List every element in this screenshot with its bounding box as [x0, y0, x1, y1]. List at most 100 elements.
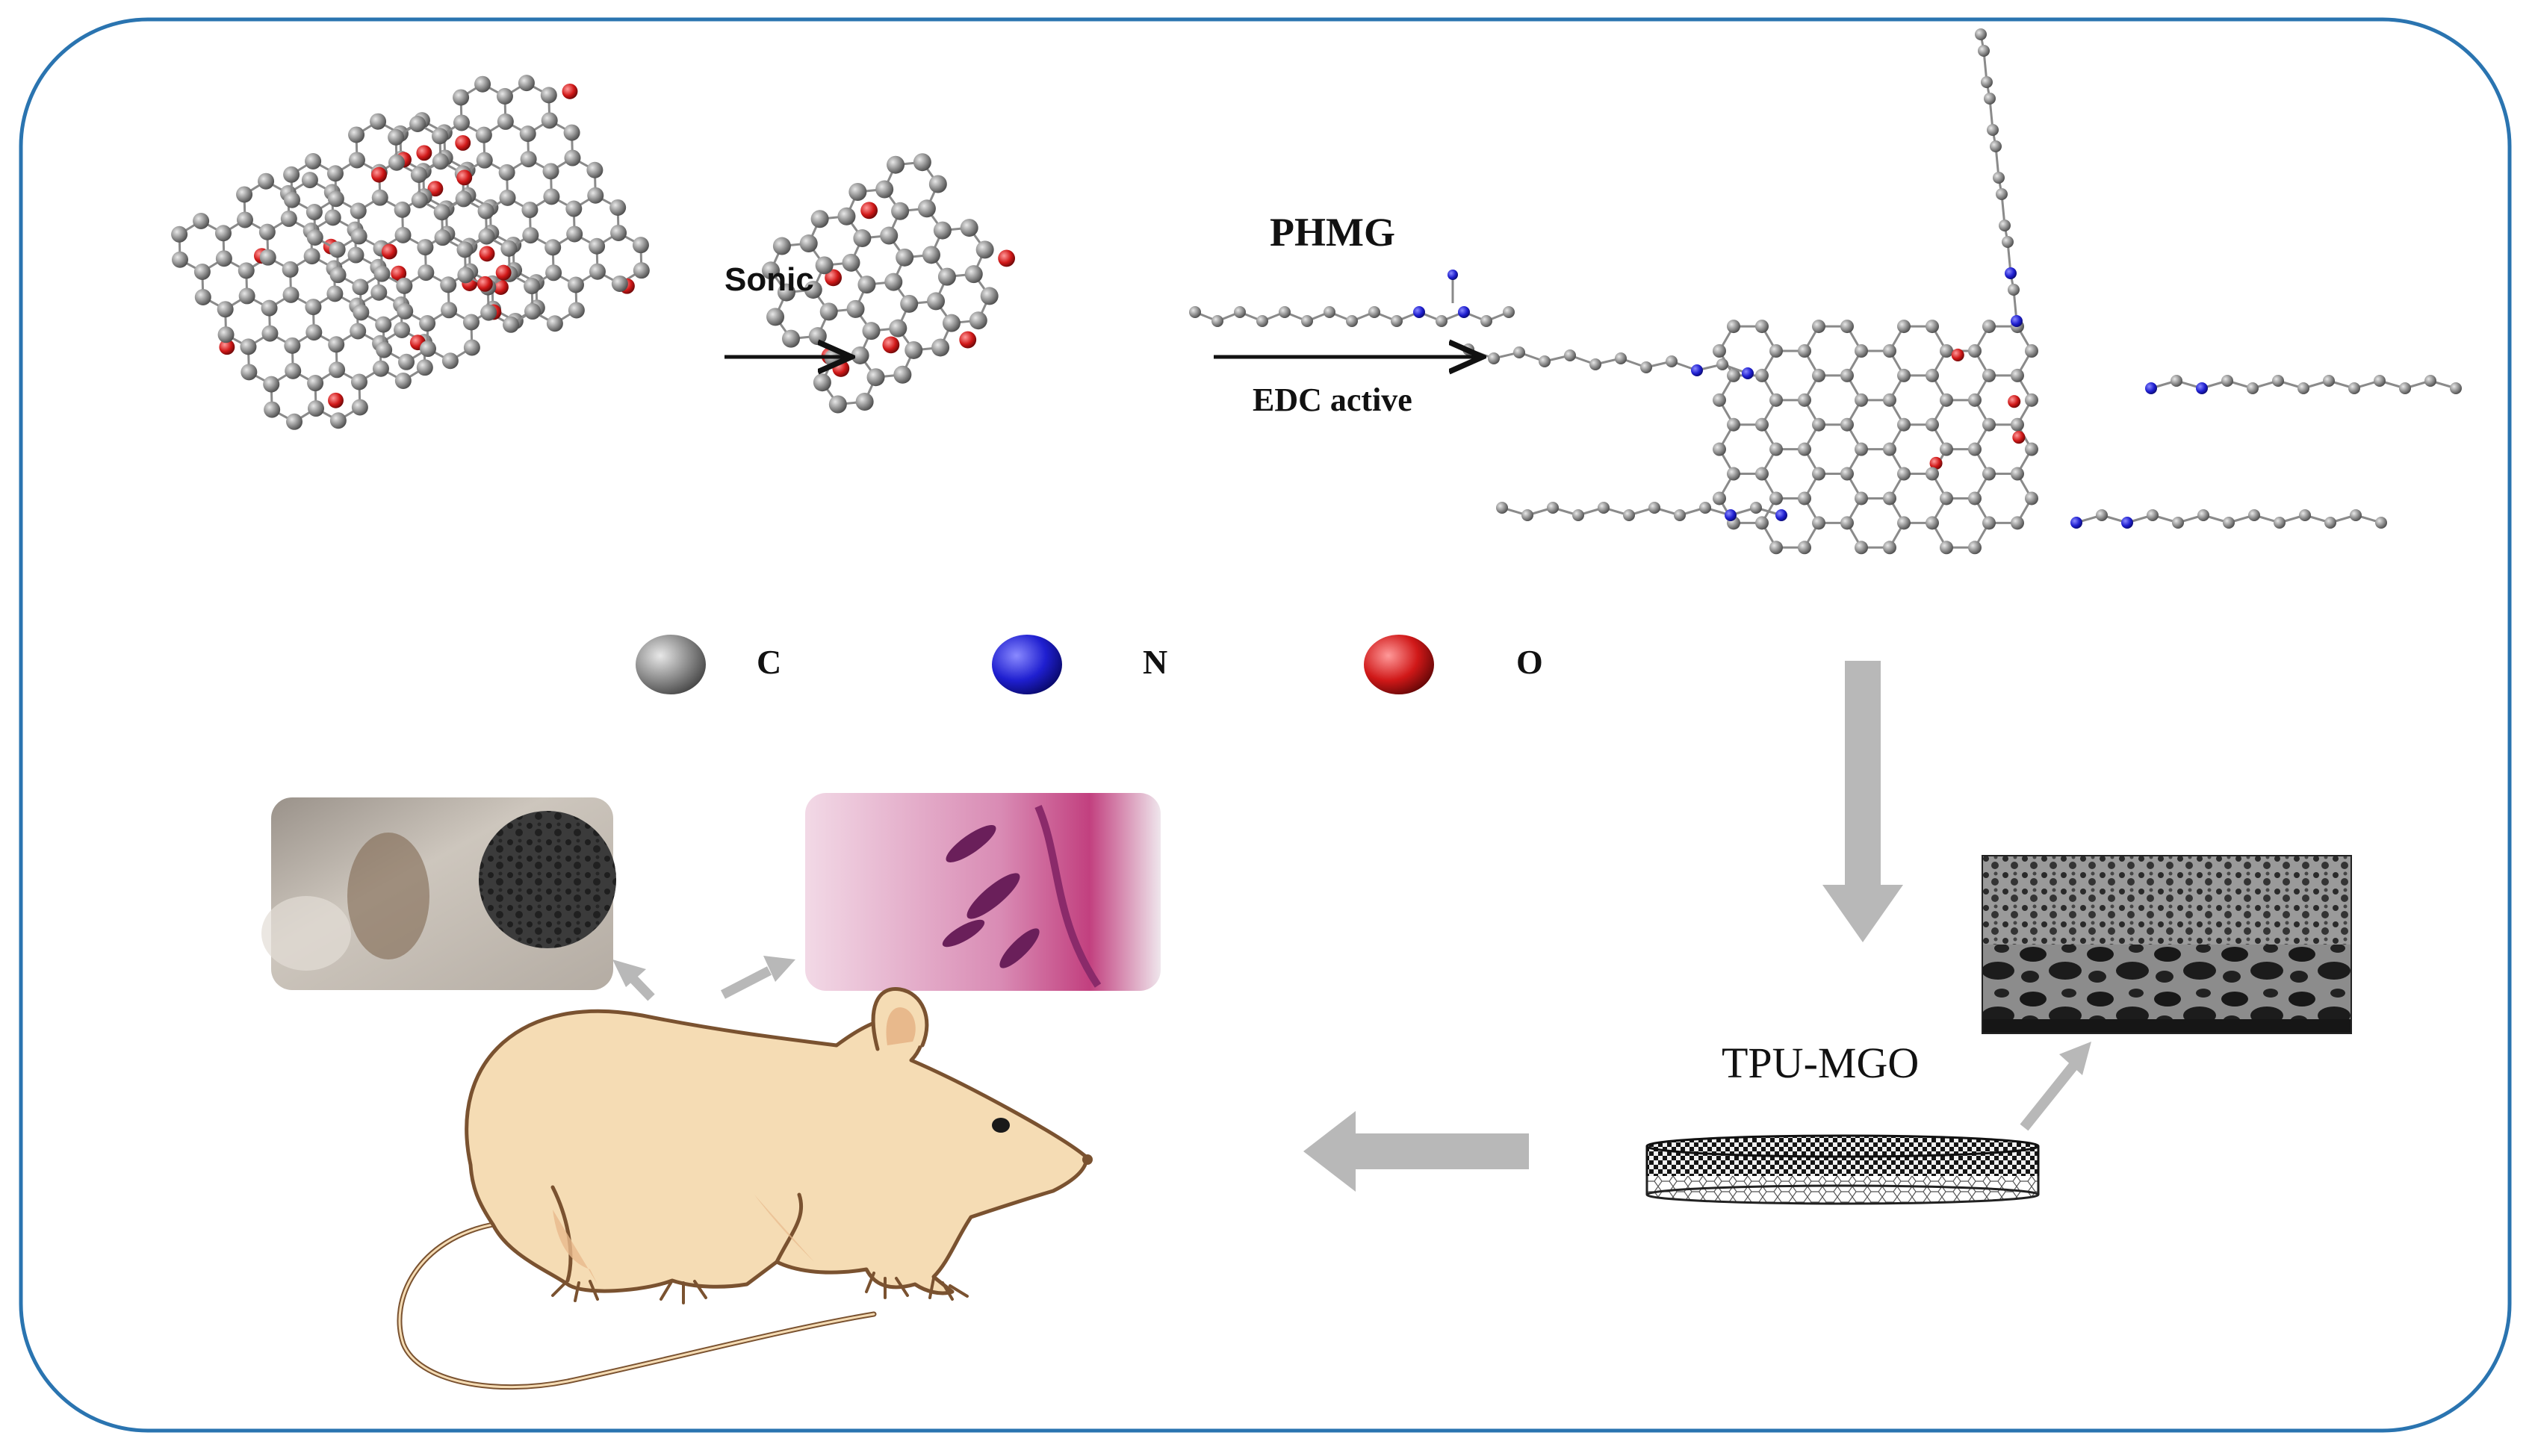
- carbon-atom: [305, 299, 322, 316]
- carbon-atom: [352, 279, 369, 296]
- carbon-atom: [1234, 306, 1246, 318]
- membrane-disc-icon: [1645, 1134, 2040, 1205]
- carbon-atom: [1926, 320, 1939, 334]
- oxygen-atom: [479, 246, 495, 262]
- carbon-atom: [476, 152, 493, 169]
- carbon-atom: [457, 267, 474, 284]
- carbon-atom: [1897, 516, 1911, 530]
- carbon-atom: [2375, 517, 2387, 529]
- carbon-atom: [238, 287, 255, 305]
- carbon-atom: [305, 203, 323, 220]
- carbon-atom: [1940, 393, 1953, 407]
- carbon-atom: [1699, 502, 1711, 514]
- carbon-atom: [2025, 442, 2038, 456]
- carbon-atom: [241, 364, 258, 381]
- legend-label-n: N: [1143, 643, 1168, 681]
- carbon-atom: [1940, 344, 1953, 358]
- carbon-atom: [1812, 368, 1825, 382]
- carbon-atom: [586, 161, 603, 178]
- carbon-atom: [980, 287, 999, 305]
- carbon-atom: [480, 304, 497, 321]
- nitrogen-atom: [2145, 382, 2157, 394]
- carbon-atom: [766, 308, 785, 326]
- carbon-atom: [283, 166, 300, 183]
- carbon-atom: [1982, 368, 1996, 382]
- carbon-atom: [431, 128, 448, 145]
- carbon-atom: [1279, 306, 1291, 318]
- carbon-atom: [1436, 315, 1447, 327]
- carbon-atom: [1812, 417, 1825, 432]
- carbon-atom: [1968, 541, 1982, 555]
- carbon-atom: [1521, 509, 1533, 521]
- oxygen-atom: [2008, 395, 2021, 408]
- carbon-atom: [927, 292, 946, 311]
- carbon-atom: [1840, 368, 1854, 382]
- carbon-atom: [1547, 502, 1559, 514]
- carbon-atom: [496, 87, 513, 105]
- carbon-atom: [1982, 467, 1996, 481]
- carbon-atom: [371, 189, 388, 206]
- carbon-atom: [432, 153, 449, 170]
- carbon-atom: [904, 340, 923, 359]
- carbon-atom: [2172, 517, 2184, 529]
- carbon-atom: [1926, 467, 1939, 481]
- carbon-atom: [633, 262, 650, 279]
- carbon-atom: [499, 189, 516, 206]
- carbon-atom: [214, 225, 232, 242]
- carbon-atom: [568, 302, 585, 319]
- carbon-atom: [875, 180, 894, 199]
- carbon-atom: [1982, 320, 1996, 334]
- edc-active-label: EDC active: [1253, 382, 1412, 418]
- nitrogen-atom: [1413, 306, 1425, 318]
- carbon-atom: [2323, 375, 2335, 387]
- carbon-atom: [418, 264, 435, 281]
- carbon-atom: [328, 336, 345, 353]
- carbon-atom: [1564, 349, 1576, 361]
- carbon-atom: [1727, 320, 1740, 334]
- oxygen-atom: [2012, 431, 2026, 444]
- carbon-atom: [308, 400, 325, 417]
- carbon-atom: [263, 376, 280, 393]
- oxygen-atom: [825, 269, 843, 287]
- carbon-atom: [913, 153, 931, 172]
- histology-icon: [805, 793, 1161, 991]
- carbon-atom: [409, 116, 426, 133]
- carbon-atom: [1855, 491, 1868, 505]
- nitrogen-atom: [1742, 367, 1754, 379]
- carbon-atom: [301, 172, 318, 189]
- down-process-arrow: [1822, 661, 1903, 942]
- carbon-atom: [305, 324, 323, 341]
- carbon-atom: [2324, 517, 2336, 529]
- carbon-atom: [942, 314, 961, 332]
- carbon-atom: [880, 226, 899, 245]
- carbon-atom: [884, 273, 903, 291]
- oxygen-atom: [219, 339, 235, 355]
- carbon-atom: [1981, 76, 1993, 88]
- carbon-atom: [1883, 491, 1896, 505]
- carbon-atom: [433, 204, 450, 221]
- carbon-atom: [519, 125, 536, 143]
- carbon-atom: [1346, 315, 1358, 327]
- carbon-atom: [2025, 491, 2038, 505]
- carbon-atom: [2450, 382, 2462, 394]
- oxygen-atom: [1929, 456, 1943, 470]
- carbon-atom: [1480, 315, 1492, 327]
- carbon-atom: [261, 299, 278, 317]
- carbon-atom: [928, 175, 947, 193]
- oxygen-atom: [1951, 348, 1964, 362]
- frame-border: [19, 17, 2512, 1433]
- carbon-atom: [2197, 509, 2209, 521]
- carbon-atom: [1539, 355, 1551, 367]
- carbon-atom: [975, 240, 994, 259]
- carbon-atom: [1189, 306, 1201, 318]
- carbon-atom: [1798, 344, 1811, 358]
- carbon-atom: [324, 209, 341, 226]
- carbon-atom: [542, 163, 559, 180]
- nitrogen-atom: [2121, 517, 2133, 529]
- carbon-atom: [777, 283, 795, 302]
- nitrogen-atom: [2070, 517, 2082, 529]
- carbon-atom: [284, 191, 301, 208]
- nitrogen-legend-icon: [992, 635, 1062, 694]
- carbon-atom: [236, 211, 253, 228]
- left-process-arrow: [1303, 1111, 1529, 1192]
